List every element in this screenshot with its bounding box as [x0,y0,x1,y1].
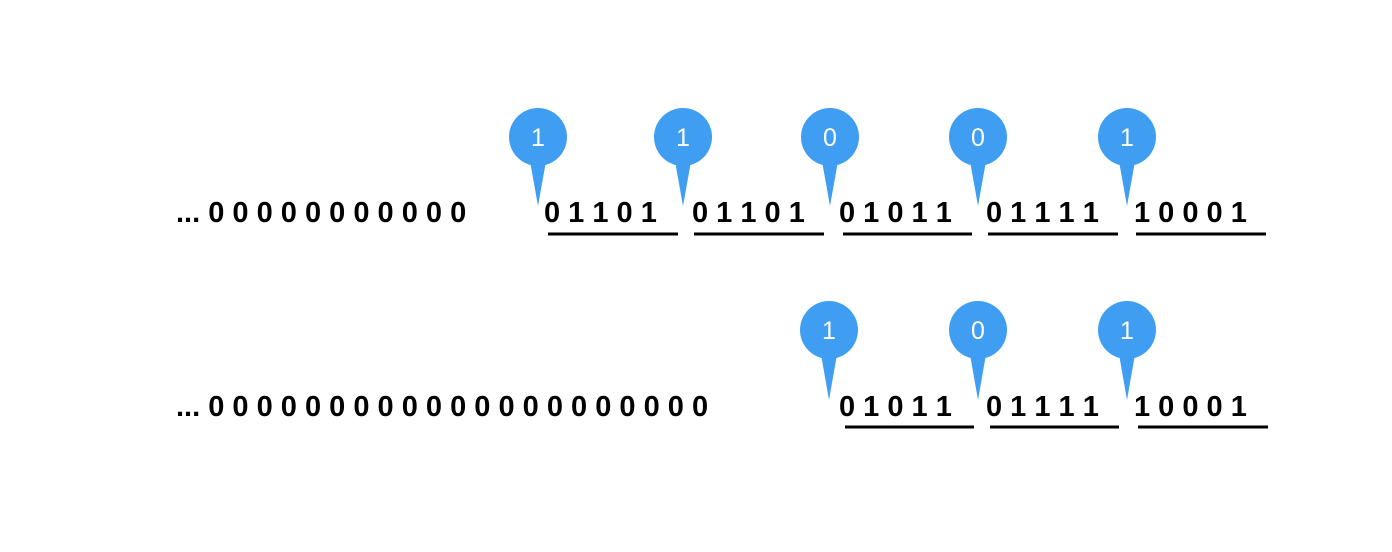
row-2-prefix: ... 0 0 0 0 0 0 0 0 0 0 0 0 0 0 0 0 0 0 … [176,391,708,423]
row-2-marker-1-label: 1 [822,317,836,345]
row-1-marker-3-label: 0 [823,124,837,152]
row-1-marker-2-label: 1 [676,124,690,152]
row-1-marker-4: 0 [949,108,1007,206]
row-1-prefix: ... 0 0 0 0 0 0 0 0 0 0 0 [176,197,466,229]
row-1-marker-5: 1 [1098,108,1156,206]
bit-row-2: ... 0 0 0 0 0 0 0 0 0 0 0 0 0 0 0 0 0 0 … [176,301,1268,429]
row-1-marker-5-label: 1 [1120,124,1134,152]
row-2-marker-3: 1 [1098,301,1156,400]
row-2-group-1: 0 1 0 1 1 [839,391,952,423]
row-2-group-2: 0 1 1 1 1 [986,391,1099,423]
row-1-group-3: 0 1 0 1 1 [839,197,952,229]
row-1-marker-1: 1 [509,108,567,206]
row-2-marker-2-label: 0 [971,317,985,345]
row-1-group-2: 0 1 1 0 1 [692,197,805,229]
row-1-marker-2: 1 [654,108,712,206]
row-1-marker-1-label: 1 [531,124,545,152]
row-1-group-4: 0 1 1 1 1 [986,197,1099,229]
row-1-marker-3: 0 [801,108,859,206]
row-2-group-3: 1 0 0 0 1 [1134,391,1247,423]
row-2-marker-3-label: 1 [1120,317,1134,345]
row-1-group-5: 1 0 0 0 1 [1134,197,1247,229]
bit-row-1: ... 0 0 0 0 0 0 0 0 0 0 0 0 1 1 0 1 0 1 … [176,108,1266,236]
row-1-marker-4-label: 0 [971,124,985,152]
row-2-marker-2: 0 [949,301,1007,400]
row-2-marker-1: 1 [800,301,858,400]
row-1-group-1: 0 1 1 0 1 [544,197,657,229]
